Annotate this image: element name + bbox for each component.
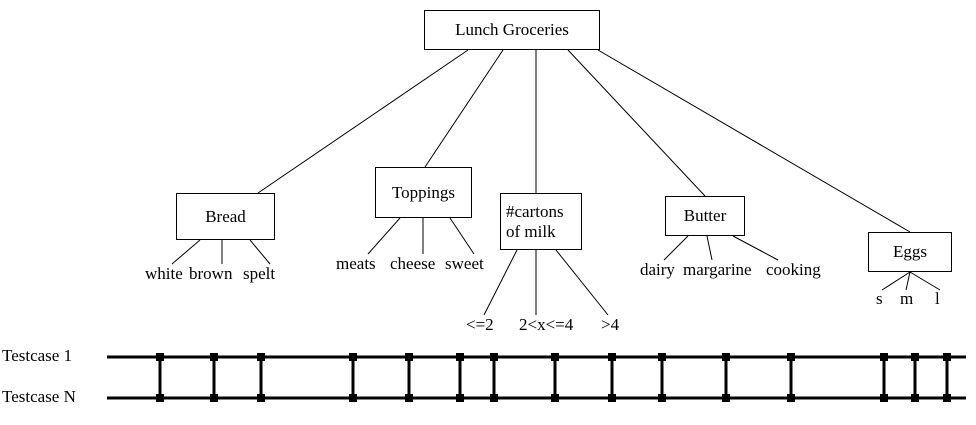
testcase-node bbox=[257, 394, 265, 402]
edge-root-eggs bbox=[597, 49, 911, 233]
edge-root-toppings bbox=[424, 49, 504, 168]
node-label: Butter bbox=[683, 206, 727, 226]
node-label: Eggs bbox=[893, 242, 927, 262]
testcase-node bbox=[456, 394, 464, 402]
testcase-node bbox=[349, 353, 357, 361]
leaf-milk-between: 2<x<=4 bbox=[519, 315, 574, 334]
node-label: #cartons of milk bbox=[506, 202, 564, 241]
testcase-node bbox=[210, 353, 218, 361]
node-cartons-of-milk[interactable]: #cartons of milk bbox=[500, 193, 582, 250]
edge-toppings-sweet bbox=[449, 217, 475, 255]
testcase-node bbox=[608, 394, 616, 402]
testcase-node bbox=[911, 394, 919, 402]
leaf-eggs-l: l bbox=[935, 289, 940, 308]
testcase-node bbox=[880, 394, 888, 402]
testcase-node bbox=[551, 394, 559, 402]
testcase-node bbox=[943, 353, 951, 361]
leaf-bread-white: white bbox=[145, 264, 183, 283]
testcase-node bbox=[405, 394, 413, 402]
leaf-bread-brown: brown bbox=[189, 264, 233, 283]
leaf-milk-gt4: >4 bbox=[601, 315, 620, 334]
testcase-node bbox=[490, 394, 498, 402]
node-lunch-groceries[interactable]: Lunch Groceries bbox=[424, 10, 600, 50]
node-eggs[interactable]: Eggs bbox=[868, 232, 952, 272]
edge-eggs-m bbox=[905, 271, 911, 291]
edge-root-bread bbox=[257, 49, 469, 194]
testcase-node bbox=[722, 394, 730, 402]
edge-eggs-s bbox=[881, 271, 911, 291]
testcase-row-label-last: Testcase N bbox=[2, 387, 76, 406]
testcase-node bbox=[608, 353, 616, 361]
testcase-node bbox=[911, 353, 919, 361]
testcase-node bbox=[658, 394, 666, 402]
node-label: Toppings bbox=[391, 182, 456, 202]
testcase-node bbox=[880, 353, 888, 361]
edge-butter-cooking bbox=[732, 235, 779, 261]
edge-milk-le2 bbox=[483, 249, 518, 316]
edge-root-butter bbox=[567, 49, 706, 197]
leaf-toppings-meats: meats bbox=[336, 254, 376, 273]
edge-butter-dairy bbox=[663, 235, 689, 261]
edge-milk-gt4 bbox=[555, 249, 609, 316]
edge-bread-spelt bbox=[249, 239, 271, 265]
leaf-toppings-sweet: sweet bbox=[445, 254, 484, 273]
leaf-toppings-cheese: cheese bbox=[390, 254, 436, 273]
node-label: Lunch Groceries bbox=[455, 20, 569, 40]
testcase-node bbox=[943, 394, 951, 402]
leaf-eggs-s: s bbox=[876, 289, 883, 308]
edge-eggs-l bbox=[909, 271, 941, 291]
node-butter[interactable]: Butter bbox=[665, 196, 745, 236]
testcase-node bbox=[156, 353, 164, 361]
testcase-node bbox=[210, 394, 218, 402]
testcase-node bbox=[551, 353, 559, 361]
leaf-milk-le2: <=2 bbox=[466, 315, 494, 334]
leaf-bread-spelt: spelt bbox=[243, 264, 276, 283]
testcase-node bbox=[787, 353, 795, 361]
node-toppings[interactable]: Toppings bbox=[375, 167, 472, 218]
leaf-butter-dairy: dairy bbox=[640, 260, 675, 279]
testcase-node bbox=[456, 353, 464, 361]
testcase-node bbox=[722, 353, 730, 361]
testcase-node bbox=[257, 353, 265, 361]
edge-butter-margarine bbox=[706, 235, 713, 261]
leaf-eggs-m: m bbox=[900, 289, 914, 308]
edge-bread-white bbox=[171, 239, 201, 265]
testcase-node bbox=[787, 394, 795, 402]
node-bread[interactable]: Bread bbox=[176, 193, 275, 240]
leaf-butter-margarine: margarine bbox=[683, 260, 752, 279]
testcase-node bbox=[349, 394, 357, 402]
node-label: Bread bbox=[205, 206, 246, 226]
edge-toppings-meats bbox=[367, 217, 401, 255]
testcase-row-label-first: Testcase 1 bbox=[2, 346, 73, 365]
testcase-node bbox=[490, 353, 498, 361]
leaf-butter-cooking: cooking bbox=[766, 260, 821, 279]
testcase-node bbox=[405, 353, 413, 361]
testcase-node bbox=[658, 353, 666, 361]
testcase-node bbox=[156, 394, 164, 402]
